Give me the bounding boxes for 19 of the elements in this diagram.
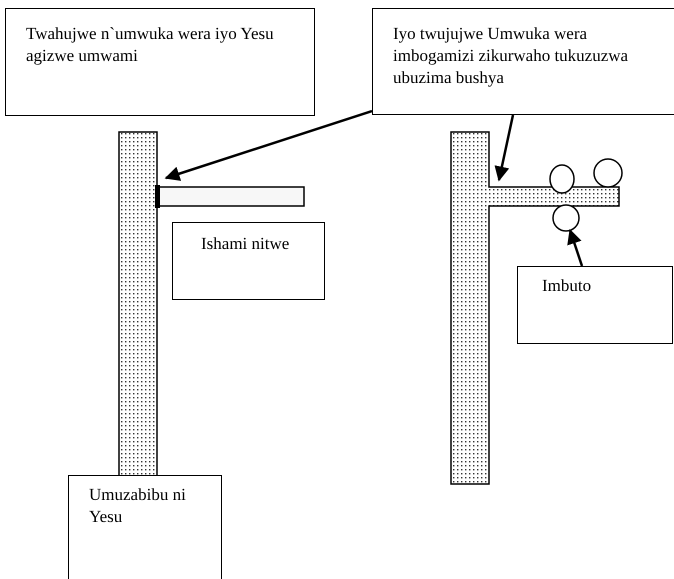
grafted-branch [155,185,305,208]
fruit-circle [593,158,623,188]
callout-box [5,8,315,116]
fruit-circle [549,164,575,194]
callout-box [517,266,673,344]
callout-box [172,222,325,300]
callout-text: Imbuto [542,275,592,297]
leader-arrow [494,114,514,182]
callout-text: Umuzabibu ni Yesu [89,484,187,528]
vine-trunk [450,131,620,485]
leader-arrow [164,110,372,181]
callout-box [372,8,674,115]
fruit-circle [552,204,580,232]
callout-text: Twahujwe n`umwuka wera iyo Yesu agizwe umwami [26,23,275,68]
callout-text: Ishami nitwe [201,233,290,255]
callout-box [68,475,222,579]
callout-text: Iyo twujujwe Umwuka wera imbogamizi zikurwaho tukuzuzwa ubuzima bushya [393,23,630,90]
vine-trunk [118,131,158,478]
leader-arrow [567,228,584,266]
